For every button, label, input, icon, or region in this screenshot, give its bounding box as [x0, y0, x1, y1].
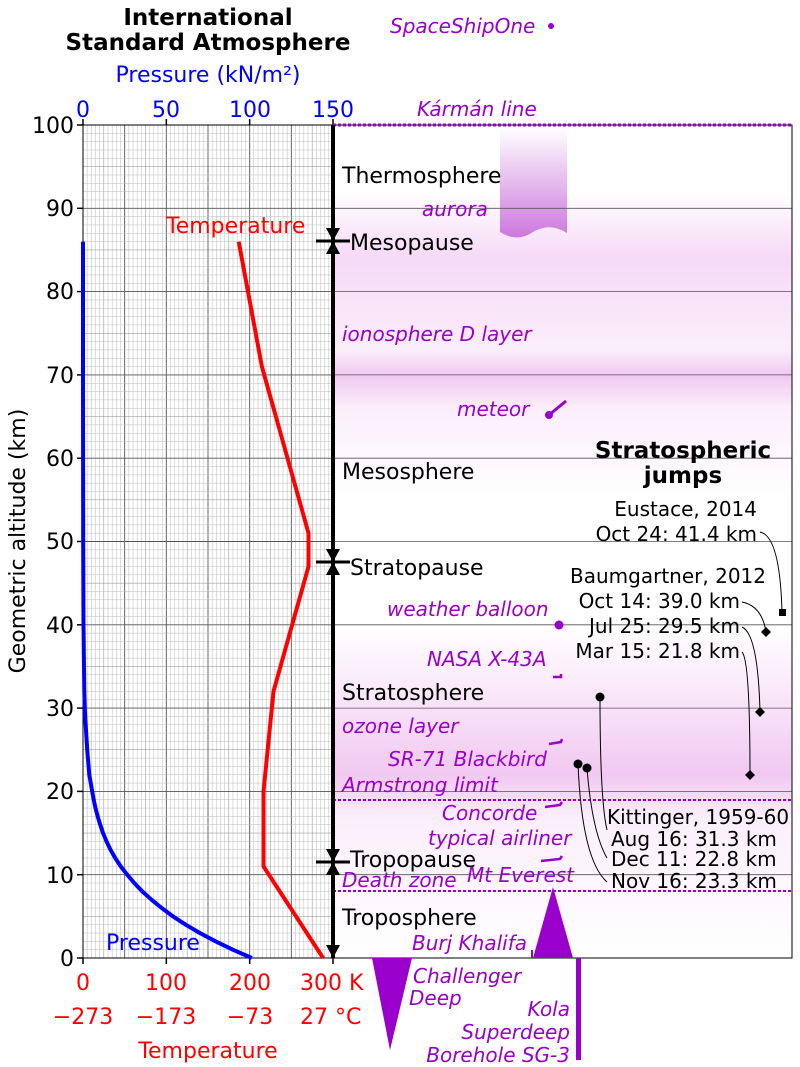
jumps-labels: Eustace, 2014 Oct 24: 41.4 km Baumgartne…: [570, 497, 789, 893]
baumgartner-jump-3: Mar 15: 21.8 km: [575, 639, 740, 663]
burj-khalifa-label: Burj Khalifa: [412, 931, 527, 955]
airliner-label: typical airliner: [428, 826, 573, 850]
jump-connectors: [577, 531, 783, 883]
pressure-tick-100: 100: [229, 98, 271, 123]
stratosphere-label: Stratosphere: [342, 681, 484, 706]
altitude-tick-10: 10: [46, 864, 74, 889]
aurora-band: [500, 127, 567, 238]
phenomena-labels: SpaceShipOne Kármán line aurora ionosphe…: [340, 14, 575, 1067]
stratopause-label: Stratopause: [350, 556, 484, 581]
eustace-name: Eustace, 2014: [614, 497, 757, 521]
nasa-x43a-label: NASA X-43A: [427, 647, 547, 671]
x43a-icon: [553, 674, 563, 679]
aurora-label: aurora: [422, 197, 488, 221]
weather-balloon-icon: [554, 620, 564, 630]
altitude-tick-80: 80: [46, 280, 74, 305]
sr71-label: SR-71 Blackbird: [388, 747, 547, 771]
altitude-tick-0: 0: [60, 947, 74, 972]
pressure-tick-0: 0: [76, 98, 90, 123]
tropopause-marker: [316, 849, 350, 875]
jump-markers: [573, 609, 786, 780]
challenger-deep-shape: [372, 958, 412, 1050]
kelvin-tick-300: 300 K: [300, 971, 364, 996]
pressure-tick-50: 50: [152, 98, 180, 123]
altitude-tick-70: 70: [46, 364, 74, 389]
eustace-jump-1: Oct 24: 41.4 km: [596, 522, 757, 546]
plot-grid: [82, 124, 792, 959]
celsius-tick-minus273: −273: [53, 1005, 113, 1030]
pressure-line: [81, 241, 253, 960]
title-line-2: Standard Atmosphere: [66, 30, 351, 56]
baumgartner-name: Baumgartner, 2012: [570, 564, 766, 588]
concorde-icon: [544, 801, 564, 809]
meteor-icon: [545, 399, 567, 419]
temperature-axis-label: Temperature: [137, 1039, 277, 1064]
kola-borehole-shape: [576, 958, 581, 1060]
celsius-tick-minus173: −173: [136, 1005, 196, 1030]
kelvin-tick-200: 200: [229, 971, 271, 996]
kola-label-1: Kola: [528, 997, 570, 1021]
weather-balloon-label: weather balloon: [387, 597, 549, 621]
temperature-curve-label: Temperature: [165, 214, 305, 239]
altitude-tick-20: 20: [46, 780, 74, 805]
pressure-axis-label: Pressure (kN/m²): [116, 63, 301, 88]
altitude-axis-label: Geometric altitude (km): [6, 409, 31, 674]
kittinger-jump-2: Dec 11: 22.8 km: [611, 847, 777, 871]
concorde-label: Concorde: [442, 801, 537, 825]
airliner-icon: [540, 855, 564, 863]
troposphere-label: Troposphere: [341, 906, 477, 931]
celsius-tick-minus73: −73: [227, 1005, 273, 1030]
meteor-label: meteor: [457, 397, 531, 421]
karman-line-label: Kármán line: [417, 97, 537, 121]
mt-everest-label: Mt Everest: [467, 863, 575, 887]
mesopause-label: Mesopause: [350, 231, 474, 256]
armstrong-limit-label: Armstrong limit: [340, 773, 499, 797]
baumgartner-jump-1: Oct 14: 39.0 km: [579, 589, 740, 613]
stratopause-marker: [316, 549, 350, 575]
pressure-curve-label: Pressure: [106, 931, 200, 956]
kelvin-tick-100: 100: [145, 971, 187, 996]
spaceshipone-icon: [548, 23, 554, 29]
altitude-tick-30: 30: [46, 697, 74, 722]
sr71-icon: [548, 738, 564, 746]
ionosphere-label: ionosphere D layer: [342, 322, 533, 346]
altitude-tick-90: 90: [46, 197, 74, 222]
pressure-tick-150: 150: [312, 98, 354, 123]
thermosphere-label: Thermosphere: [341, 164, 501, 189]
layer-labels: Thermosphere Mesopause Mesosphere Strato…: [341, 164, 501, 931]
kittinger-jump-3: Nov 16: 23.3 km: [611, 869, 777, 893]
death-zone-label: Death zone: [342, 868, 457, 892]
ozone-layer-label: ozone layer: [342, 714, 460, 738]
spaceshipone-label: SpaceShipOne: [390, 14, 535, 38]
jumps-title-1: Stratospheric: [595, 438, 771, 464]
kittinger-name: Kittinger, 1959-60: [607, 805, 789, 829]
kola-label-2: Superdeep: [461, 1020, 570, 1044]
kola-label-3: Borehole SG-3: [426, 1043, 570, 1067]
altitude-tick-100: 100: [32, 114, 74, 139]
altitude-ticks: 0 10 20 30 40 50 60 70 80 90 100: [32, 114, 74, 972]
sea-level-marker: [326, 945, 340, 958]
altitude-tick-40: 40: [46, 614, 74, 639]
title-line-1: International: [123, 5, 292, 31]
temperature-ticks: 0 100 200 300 K −273 −173 −73 27 °C: [53, 971, 364, 1030]
temperature-line: [236, 241, 325, 960]
kelvin-tick-0: 0: [76, 971, 90, 996]
challenger-deep-label-1: Challenger: [413, 964, 523, 988]
altitude-tick-50: 50: [46, 530, 74, 555]
altitude-tick-60: 60: [46, 447, 74, 472]
mesopause-marker: [316, 228, 350, 254]
mt-everest-shape: [533, 887, 573, 958]
kittinger-jump-1: Aug 16: 31.3 km: [611, 827, 777, 851]
challenger-deep-label-2: Deep: [409, 986, 462, 1010]
celsius-tick-27: 27 °C: [300, 1005, 361, 1030]
tropopause-label: Tropopause: [349, 848, 476, 873]
jumps-title-2: jumps: [643, 463, 722, 489]
mesosphere-label: Mesosphere: [342, 460, 474, 485]
burj-khalifa-shape: [531, 950, 533, 958]
baumgartner-jump-2: Jul 25: 29.5 km: [587, 614, 740, 638]
